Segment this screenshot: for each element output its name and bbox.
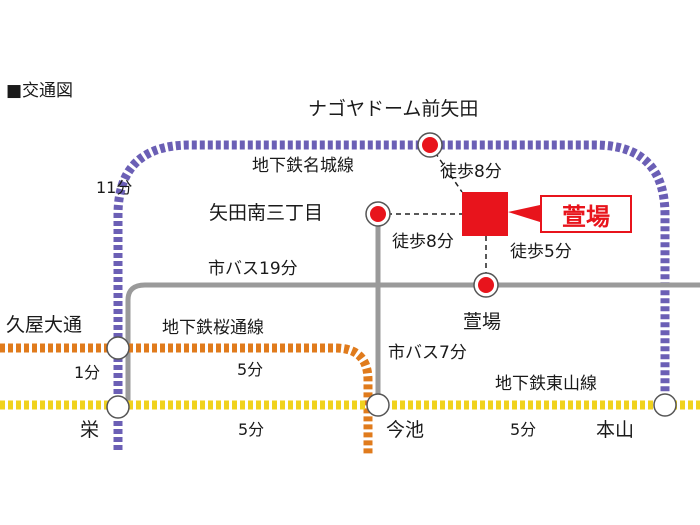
venue-pointer — [508, 205, 540, 222]
meijo-line — [113, 140, 670, 450]
label-kayaba: 萱場 — [463, 311, 502, 333]
station-nagoya-dome[interactable] — [417, 132, 443, 158]
sakuradori-line — [0, 343, 373, 455]
map-heading: ■交通図 — [6, 81, 74, 101]
label-motoyama: 本山 — [596, 419, 635, 441]
venue-marker — [462, 192, 508, 236]
label-higashiyama-time-2: 5分 — [510, 420, 537, 439]
station-yada-minami[interactable] — [365, 201, 391, 227]
label-nagoya-dome: ナゴヤドーム前矢田 — [308, 98, 479, 120]
label-meijo-line: 地下鉄名城線 — [252, 156, 354, 176]
bus19-route — [125, 282, 700, 405]
station-motoyama[interactable] — [653, 393, 677, 417]
label-yada-minami: 矢田南三丁目 — [209, 202, 324, 224]
label-walk-yada: 徒歩8分 — [392, 232, 454, 252]
label-imaike: 今池 — [386, 419, 425, 441]
station-sakae[interactable] — [106, 395, 130, 419]
label-bus19: 市バス19分 — [208, 259, 298, 279]
label-walk-dome: 徒歩8分 — [440, 162, 502, 182]
label-higashiyama-line: 地下鉄東山線 — [495, 374, 597, 394]
label-higashiyama-time-1: 5分 — [238, 420, 265, 439]
label-sakae: 栄 — [80, 419, 100, 441]
station-kayaba[interactable] — [473, 272, 499, 298]
label-walk-kayaba: 徒歩5分 — [510, 242, 572, 262]
label-meijo-time: 11分 — [96, 178, 133, 197]
label-hisaya-odori: 久屋大通 — [6, 314, 83, 336]
label-sakuradori-time: 5分 — [237, 360, 264, 379]
label-bus7: 市バス7分 — [388, 343, 467, 363]
station-hisaya-odori[interactable] — [106, 336, 130, 360]
label-hisaya-sakae-time: 1分 — [74, 363, 101, 382]
label-sakuradori-line: 地下鉄桜通線 — [162, 318, 264, 338]
venue-label: 萱場 — [540, 195, 632, 233]
station-imaike[interactable] — [366, 393, 390, 417]
